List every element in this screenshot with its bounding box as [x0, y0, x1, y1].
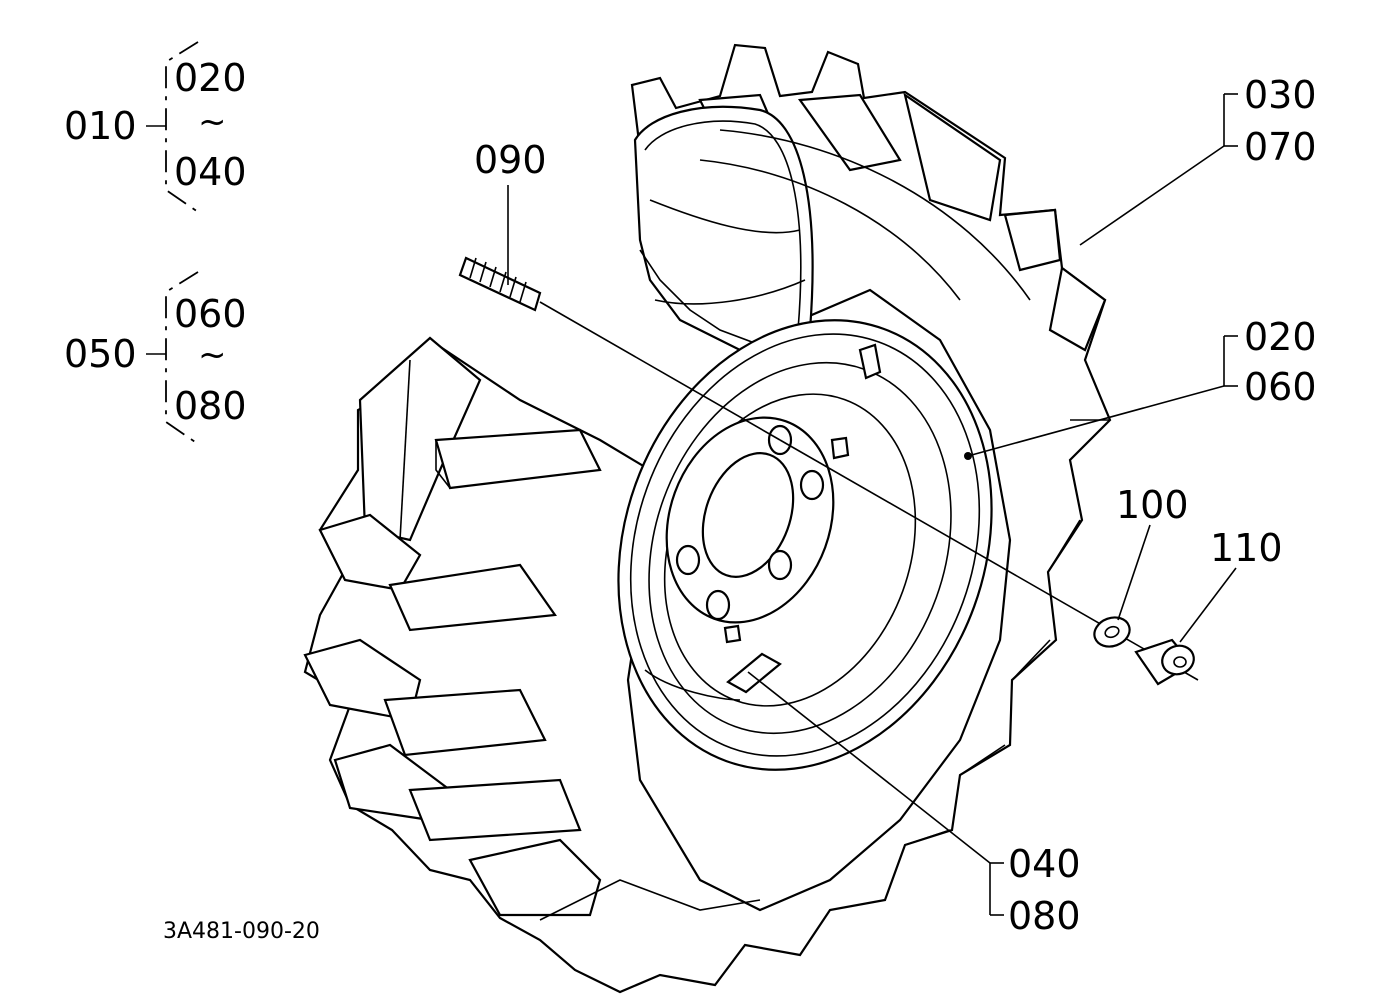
bolt-hole-3 [767, 549, 793, 581]
callout-100: 100 [1116, 483, 1189, 527]
assembly-050-tilde: ~ [198, 335, 227, 375]
leader-lines [507, 93, 1238, 916]
drawing-number: 3A481-090-20 [163, 919, 320, 944]
valve-stem [858, 343, 882, 380]
weight-slot [726, 652, 782, 694]
washer [1093, 616, 1131, 648]
bolt-hole-2 [799, 469, 825, 501]
callout-080: 080 [1008, 894, 1081, 938]
callout-labels: 090 030 070 020 060 040 080 100 110 [474, 73, 1317, 938]
assembly-050-to: 080 [174, 384, 247, 428]
callout-110: 110 [1210, 526, 1283, 570]
assembly-050-group: 050 060 ~ 080 [64, 271, 247, 445]
assembly-010-label: 010 [64, 104, 137, 148]
assembly-050-from: 060 [174, 292, 247, 336]
callout-060: 060 [1244, 365, 1317, 409]
assembly-010-to: 040 [174, 150, 247, 194]
stud-bolt [458, 256, 1199, 681]
bolt-hole-5 [675, 544, 701, 576]
callout-030: 030 [1244, 73, 1317, 117]
tire [303, 43, 1112, 994]
assembly-010-group: 010 020 ~ 040 [64, 41, 247, 213]
callout-070: 070 [1244, 125, 1317, 169]
wheel-rim [617, 319, 993, 771]
hex-nut [1134, 638, 1195, 686]
callout-020: 020 [1244, 315, 1317, 359]
bolt-hole-4 [705, 589, 731, 621]
assembly-010-from: 020 [174, 56, 247, 100]
assembly-050-label: 050 [64, 332, 137, 376]
assembly-010-tilde: ~ [198, 102, 227, 142]
callout-040: 040 [1008, 842, 1081, 886]
callout-090: 090 [474, 138, 547, 182]
